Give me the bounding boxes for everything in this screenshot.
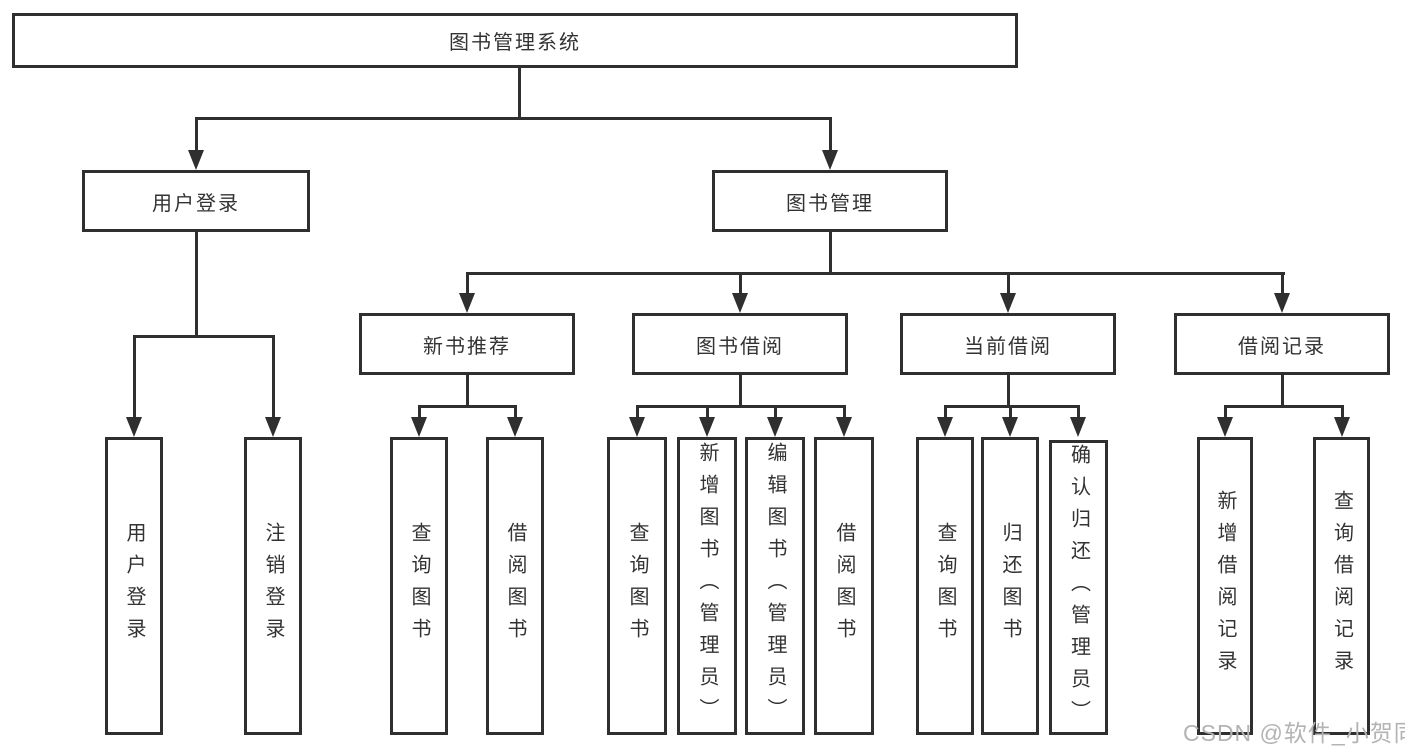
connector-to-rec-query-shaft: [418, 405, 421, 419]
arrow-to-book-borrow: [732, 293, 748, 313]
node-label: 图书借阅: [696, 335, 784, 358]
node-label: 借阅图书: [833, 522, 855, 650]
node-label: 借阅图书: [504, 522, 526, 650]
node-label: 编辑图书（管理员）: [764, 442, 786, 730]
connector-to-borrow-record-shaft: [1281, 272, 1284, 295]
connector-current-borrow-stem: [1007, 375, 1010, 407]
connector-root-bus: [195, 117, 831, 120]
node-user-login: 用户登录: [82, 170, 310, 232]
arrow-to-bb-query: [629, 417, 645, 437]
node-leaf-br-query-record: 查询借阅记录: [1313, 437, 1370, 735]
connector-to-bb-borrow-shaft: [843, 405, 846, 419]
node-label: 借阅记录: [1238, 335, 1326, 358]
node-leaf-bb-borrow-book: 借阅图书: [814, 437, 874, 735]
node-leaf-rec-query-book: 查询图书: [390, 437, 448, 735]
connector-to-logout-shaft: [272, 335, 275, 419]
connector-to-new-book-rec-shaft: [466, 272, 469, 295]
connector-book-mgmt-stem: [829, 232, 832, 274]
connector-new-book-rec-stem: [466, 375, 469, 407]
connector-user-login-bus: [133, 335, 274, 338]
node-leaf-rec-borrow-book: 借阅图书: [486, 437, 544, 735]
node-label: 图书管理: [786, 192, 874, 215]
arrow-to-br-add: [1217, 417, 1233, 437]
node-label: 新增图书（管理员）: [696, 442, 718, 730]
node-leaf-cb-confirm-return: 确认归还（管理员）: [1049, 440, 1108, 735]
connector-book-mgmt-bus: [466, 272, 1285, 275]
connector-root-to-user-login-shaft: [195, 117, 198, 152]
node-label: 查询借阅记录: [1330, 490, 1353, 682]
arrow-to-cb-confirm: [1070, 417, 1086, 437]
arrow-to-rec-query: [411, 417, 427, 437]
connector-to-rec-borrow-shaft: [514, 405, 517, 419]
node-leaf-cb-return-book: 归还图书: [981, 437, 1039, 735]
connector-to-br-query-shaft: [1341, 405, 1344, 419]
node-label: 查询图书: [408, 522, 430, 650]
node-leaf-logout: 注销登录: [244, 437, 302, 735]
node-book-borrow: 图书借阅: [632, 313, 848, 375]
arrow-to-br-query: [1334, 417, 1350, 437]
connector-to-login-shaft: [133, 335, 136, 419]
connector-book-borrow-bus: [636, 405, 845, 408]
node-label: 查询图书: [934, 522, 956, 650]
node-label: 查询图书: [626, 522, 648, 650]
node-library-management-system: 图书管理系统: [12, 13, 1018, 68]
arrow-to-bb-borrow: [836, 417, 852, 437]
node-label: 确认归还（管理员）: [1067, 443, 1090, 732]
connector-to-cb-confirm-shaft: [1077, 405, 1080, 419]
node-label: 注销登录: [262, 522, 284, 650]
node-label: 用户登录: [152, 192, 240, 215]
node-borrow-record: 借阅记录: [1174, 313, 1390, 375]
node-label: 新增借阅记录: [1214, 490, 1236, 682]
connector-to-current-borrow-shaft: [1007, 272, 1010, 295]
arrow-to-book-mgmt: [822, 150, 838, 170]
csdn-watermark: CSDN @软件_小贺同学: [1183, 720, 1405, 746]
connector-new-book-rec-bus: [418, 405, 517, 408]
arrow-to-bb-edit: [767, 417, 783, 437]
connector-to-cb-query-shaft: [944, 405, 947, 419]
connector-root-stem: [518, 68, 521, 120]
connector-borrow-record-stem: [1281, 375, 1284, 407]
connector-book-borrow-stem: [739, 375, 742, 407]
arrow-to-new-book-rec: [459, 293, 475, 313]
node-leaf-bb-query-book: 查询图书: [607, 437, 667, 735]
node-label: 当前借阅: [964, 335, 1052, 358]
node-leaf-br-add-record: 新增借阅记录: [1197, 437, 1253, 735]
arrow-to-logout: [265, 417, 281, 437]
node-leaf-bb-add-book: 新增图书（管理员）: [677, 437, 737, 735]
node-new-book-rec: 新书推荐: [359, 313, 575, 375]
connector-root-to-book-mgmt-shaft: [829, 117, 832, 152]
node-book-mgmt: 图书管理: [712, 170, 948, 232]
node-label: 图书管理系统: [449, 32, 581, 54]
arrow-to-current-borrow: [1000, 293, 1016, 313]
connector-to-bb-add-shaft: [706, 405, 709, 419]
arrow-to-login: [126, 417, 142, 437]
connector-borrow-record-bus: [1224, 405, 1343, 408]
node-label: 新书推荐: [423, 335, 511, 358]
connector-current-borrow-bus: [944, 405, 1080, 408]
node-leaf-bb-edit-book: 编辑图书（管理员）: [745, 437, 805, 735]
arrow-to-bb-add: [699, 417, 715, 437]
connector-to-book-borrow-shaft: [739, 272, 742, 295]
connector-to-bb-edit-shaft: [774, 405, 777, 419]
arrow-to-cb-query: [937, 417, 953, 437]
arrow-to-rec-borrow: [507, 417, 523, 437]
node-label: 用户登录: [123, 522, 145, 650]
connector-user-login-stem: [195, 232, 198, 337]
connector-to-br-add-shaft: [1224, 405, 1227, 419]
node-label: 归还图书: [999, 522, 1021, 650]
connector-to-bb-query-shaft: [636, 405, 639, 419]
arrow-to-cb-return: [1002, 417, 1018, 437]
node-current-borrow: 当前借阅: [900, 313, 1116, 375]
connector-to-cb-return-shaft: [1009, 405, 1012, 419]
arrow-to-user-login: [188, 150, 204, 170]
arrow-to-borrow-record: [1274, 293, 1290, 313]
node-leaf-user-login: 用户登录: [105, 437, 163, 735]
node-leaf-cb-query-book: 查询图书: [916, 437, 974, 735]
